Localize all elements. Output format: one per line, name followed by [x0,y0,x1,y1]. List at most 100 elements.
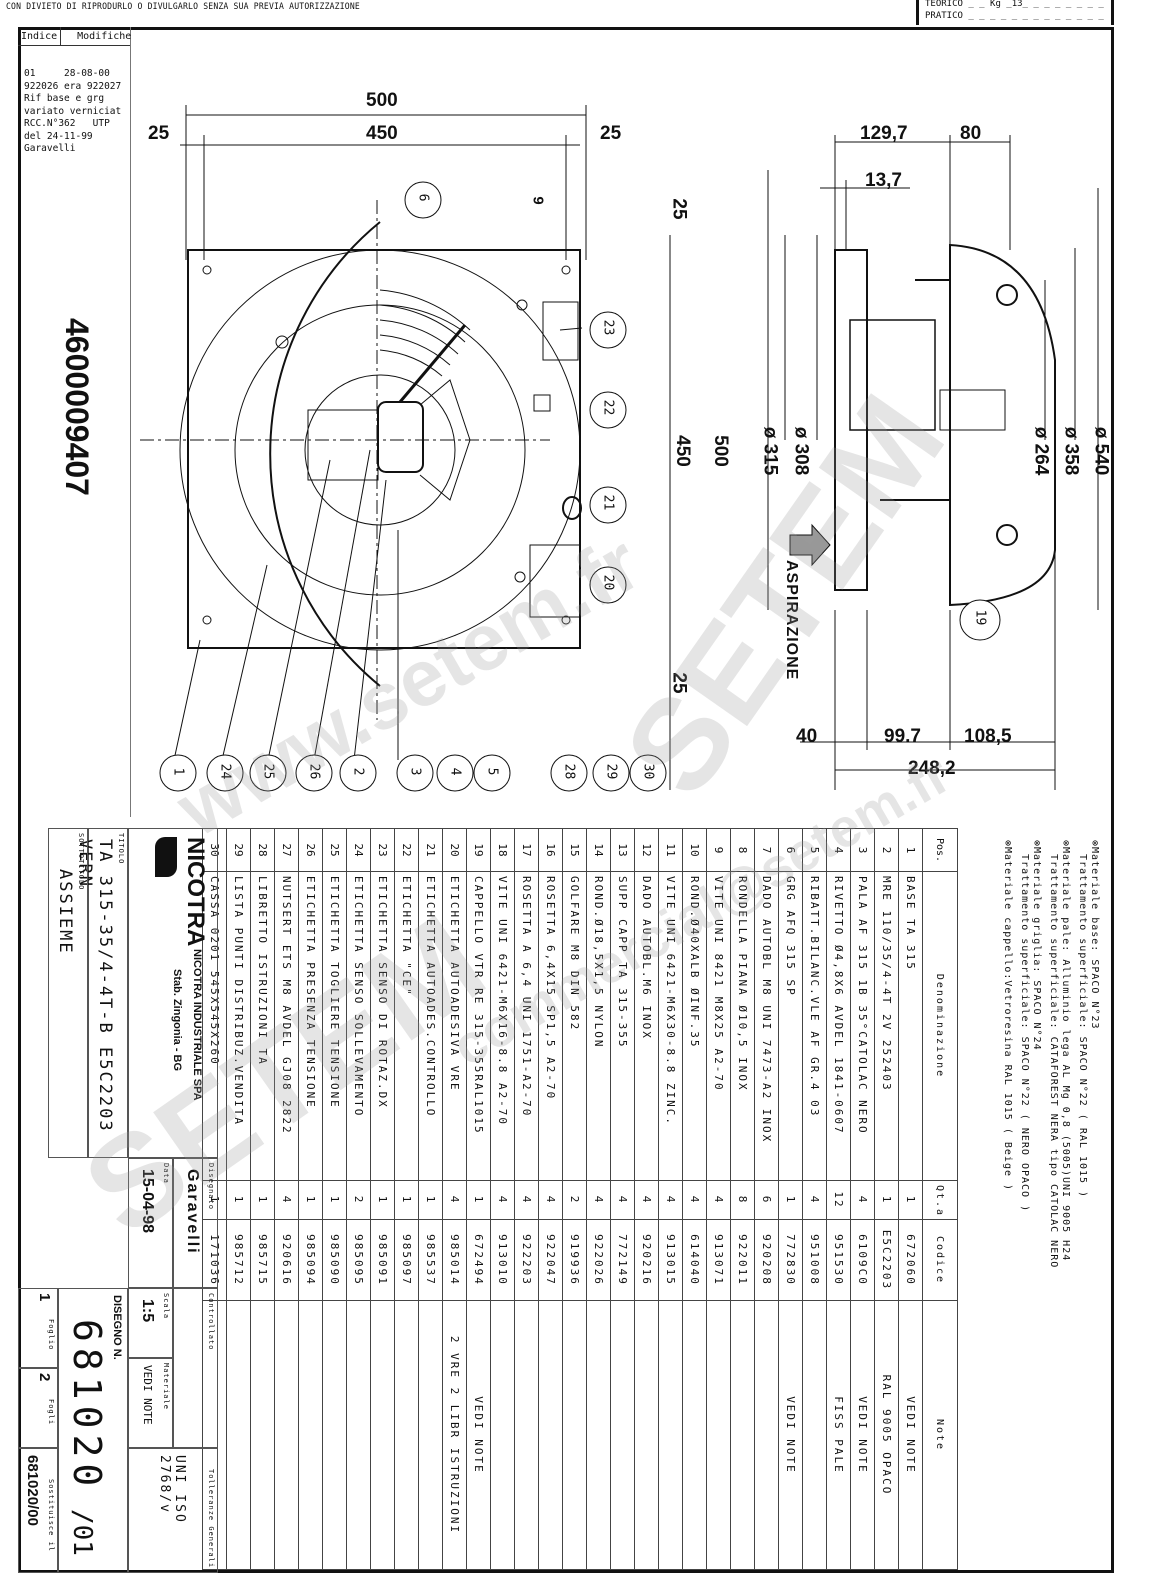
bom-cell-pos: 25 [322,828,347,872]
dim-bot-40: 40 [796,726,818,747]
dim-inner-height: 450 [671,435,693,467]
sheets-cell: Fogli 2 [18,1368,58,1448]
bom-cell-cod: 672060 [898,1219,923,1301]
dim-right-margin: 25 [600,123,622,144]
bom-header-row: Pos. Denominazione Qt.a Codice Note [922,828,958,1570]
bom-cell-den: ETICHETTA SENSO DI ROTAZ.DX [370,871,395,1181]
bom-cell-note [634,1300,659,1570]
balloon-25: 25 [260,763,276,780]
bom-cell-pos: 17 [514,828,539,872]
bom-cell-pos: 10 [682,828,707,872]
balloon-22: 22 [600,399,616,416]
date-cell: Data 15-04-98 [128,1158,173,1288]
bom-cell-pos: 24 [346,828,371,872]
balloon-4: 4 [447,767,463,776]
bom-cell-qt: 4 [514,1180,539,1220]
bom-cell-note [610,1300,635,1570]
bom-cell-qt: 2 [562,1180,587,1220]
bom-cell-qt: 1 [466,1180,491,1220]
side-view-drawing [767,135,1099,790]
bom-cell-den: CAPPELLO VTR RE 315-355RAL1015 [466,871,491,1181]
bom-cell-qt: 4 [850,1180,875,1220]
bom-cell-qt: 1 [898,1180,923,1220]
side-code: 4600009407 [59,318,95,496]
bom-cell-cod: 922203 [514,1219,539,1301]
bom-cell-pos: 2 [874,828,899,872]
material-note-base: ⊗Materiale base: SPACO N°23 Trattamento … [1077,840,1101,1199]
bom-cell-cod: 985095 [346,1219,371,1301]
material-notes: ⊗Materiale base: SPACO N°23 Trattamento … [960,840,1100,1310]
bom-cell-note: RAL 9005 OPACO [874,1300,899,1570]
bom-cell-cod: 920616 [274,1219,299,1301]
bom-cell-den: SUPP CAPP TA 315-355 [610,871,635,1181]
bom-cell-cod: 920216 [634,1219,659,1301]
bom-cell-den: RIVETTO Ø4,8X6 AVDEL 1841-0607 [826,871,851,1181]
bom-cell-qt: 4 [538,1180,563,1220]
bom-cell-qt: 1 [250,1180,275,1220]
bom-cell-qt: 4 [682,1180,707,1220]
bom-cell-qt: 1 [418,1180,443,1220]
bom-cell-note [514,1300,539,1570]
checked-cell: Controllato [173,1288,218,1448]
front-view-drawing [140,105,671,792]
bom-cell-note [658,1300,683,1570]
bom-cell-qt: 4 [634,1180,659,1220]
bom-cell-pos: 7 [754,828,779,872]
bom-cell-cod: 951008 [802,1219,827,1301]
bom-cell-cod: 985712 [226,1219,251,1301]
bom-cell-pos: 6 [778,828,803,872]
company-logo-icon [155,837,177,877]
bom-cell-qt: 1 [298,1180,323,1220]
header-qty: Qt.a [922,1180,958,1220]
bom-cell-cod: 951530 [826,1219,851,1301]
weight-theoretical: TEORICO _ _ Kg _13_ _ _ _ _ _ _ _ [925,0,1104,9]
dim-d540: ø 540 [1090,426,1112,476]
restriction-note: CON DIVIETO DI RIPRODURLO O DIVULGARLO S… [6,2,360,12]
bom-cell-qt: 4 [274,1180,299,1220]
title-cell: TITOLO TA 315-35/4-4T-B E5C2203 VERN [75,828,128,1158]
bom-cell-qt: 4 [442,1180,467,1220]
bom-cell-den: ETICHETTA "CE" [394,871,419,1181]
balloon-23: 23 [600,319,616,336]
bom-cell-pos: 16 [538,828,563,872]
balloon-1: 1 [170,767,186,776]
dim-side-c: 13,7 [865,170,902,191]
drawing-number-cell: DISEGNO N. 681020 /01 [58,1288,128,1573]
tolerance-cell: Tolleranze Generali UNI ISO 2768/v [128,1448,218,1573]
bom-cell-note [586,1300,611,1570]
drawing-subtitle: ASSIEME [55,869,75,955]
balloon-2: 2 [350,767,366,776]
bom-cell-pos: 18 [490,828,515,872]
bom-cell-pos: 19 [466,828,491,872]
bom-cell-den: ETICHETTA SENSO SOLLEVAMENTO [346,871,371,1181]
header-pos: Pos. [922,828,958,872]
bom-cell-note: VEDI NOTE [778,1300,803,1570]
balloon-28: 28 [561,763,577,780]
drawing-revision: /01 [67,1509,97,1556]
bom-cell-note: FISS PALE [826,1300,851,1570]
title-block: NICOTRA NICOTRA INDUSTRIALE SPA Stab. Zi… [18,828,218,1573]
company-logo: NICOTRA [182,837,209,947]
dim-d308: ø 308 [790,426,812,476]
bom-cell-note [226,1300,251,1570]
modification-entry: 01 28-08-00 922026 era 922027 Rif base e… [24,68,122,154]
bom-cell-cod: 6109C0 [850,1219,875,1301]
bom-cell-qt: 1 [322,1180,347,1220]
bom-cell-pos: 23 [370,828,395,872]
bom-cell-den: LISTA PUNTI DISTRIBUZ.VENDITA [226,871,251,1181]
balloon-5: 5 [484,767,500,776]
bom-cell-cod: 672494 [466,1219,491,1301]
